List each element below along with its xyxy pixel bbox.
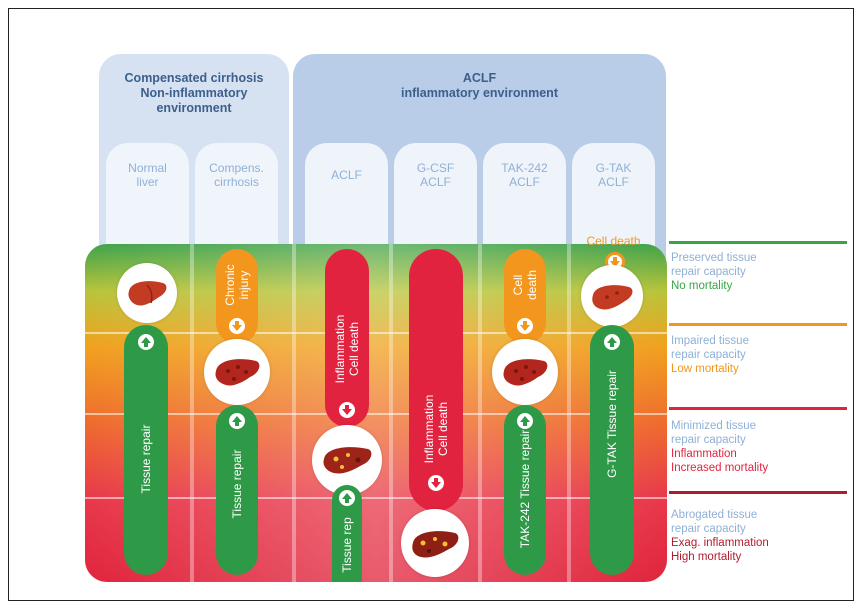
legend-entry-abrogated: Abrogated tissue repair capacity Exag. i… — [671, 509, 769, 563]
normal-tissue-repair-label: Tissue repair — [139, 424, 153, 494]
arrow-down-icon — [605, 252, 625, 272]
legend-entry-impaired: Impaired tissue repair capacity Low mort… — [671, 335, 749, 375]
normal-tissue-repair-bar — [124, 325, 168, 575]
figure-frame: Compensated cirrhosis Non-inflammatory e… — [8, 8, 854, 601]
col-tak-label: TAK-242 ACLF — [501, 161, 548, 189]
arrow-up-icon — [138, 334, 154, 350]
legend-separator-darkred — [669, 491, 847, 494]
arrow-down-icon — [517, 318, 533, 334]
col-aclf-label: ACLF — [331, 168, 362, 182]
aclf-damage-bar — [325, 249, 369, 427]
separator — [478, 244, 482, 582]
arrow-up-icon — [229, 413, 245, 429]
arrow-up-icon — [339, 490, 355, 506]
arrow-down-icon — [339, 402, 355, 418]
col-gcsf-label: G-CSF ACLF — [416, 161, 455, 189]
arrow-up-icon — [517, 413, 533, 429]
col-normal-bg — [106, 143, 189, 263]
arrow-up-icon — [604, 334, 620, 350]
tak-tissue-repair-label: TAK-242 Tissue repair — [518, 429, 532, 549]
col-normal-label: Normal liver — [128, 161, 167, 189]
aclf-header-title: ACLF inflammatory environment — [401, 71, 558, 100]
gradient-zone — [85, 244, 667, 582]
aclf-damage-label: Inflammation Cell death — [333, 314, 361, 384]
tak-tissue-repair-bar — [504, 405, 546, 575]
chronic-injury-label: Chronic injury — [223, 264, 251, 306]
severely-damaged-liver-icon — [401, 509, 469, 577]
gtak-tissue-repair-bar — [590, 325, 634, 575]
col-compens-label: Compens. cirrhosis — [209, 161, 264, 189]
arrow-down-icon — [229, 318, 245, 334]
legend-separator-red — [669, 407, 847, 410]
separator — [190, 244, 194, 582]
gcsf-damage-bar — [409, 249, 463, 511]
liver-icon — [117, 263, 177, 323]
cirrhotic-liver-icon — [492, 339, 558, 405]
aclf-tissue-repair-label: Tissue rep — [340, 517, 354, 573]
separator — [389, 244, 393, 582]
arrow-down-icon — [428, 475, 444, 491]
col-gtak-bg — [572, 143, 655, 263]
col-gtak-label: G-TAK ACLF — [595, 161, 632, 189]
gtak-tissue-repair-label: G-TAK Tissue repair — [605, 370, 619, 478]
legend-entry-preserved: Preserved tissue repair capacity No mort… — [671, 252, 757, 292]
compensated-header-title: Compensated cirrhosis Non-inflammatory e… — [124, 71, 264, 115]
legend-separator-orange — [669, 323, 847, 326]
cirrhotic-liver-icon — [204, 339, 270, 405]
col-compens-bg — [195, 143, 278, 263]
legend-separator-green — [669, 241, 847, 244]
col-gcsf-bg — [394, 143, 477, 263]
separator — [292, 244, 296, 582]
gtak-cell-death-label: Cell death — [586, 234, 641, 248]
gcsf-damage-label: Inflammation Cell death — [422, 394, 450, 464]
compens-tissue-repair-bar — [216, 405, 258, 575]
legend-entry-minimized: Minimized tissue repair capacity Inflamm… — [671, 420, 769, 474]
liver-icon — [581, 265, 643, 327]
tak-cell-death-label: Cell death — [511, 269, 539, 301]
col-tak-bg — [483, 143, 566, 263]
damaged-liver-icon — [312, 425, 382, 495]
col-aclf-bg — [305, 143, 388, 263]
compens-tissue-repair-label: Tissue repair — [230, 449, 244, 519]
separator — [567, 244, 571, 582]
